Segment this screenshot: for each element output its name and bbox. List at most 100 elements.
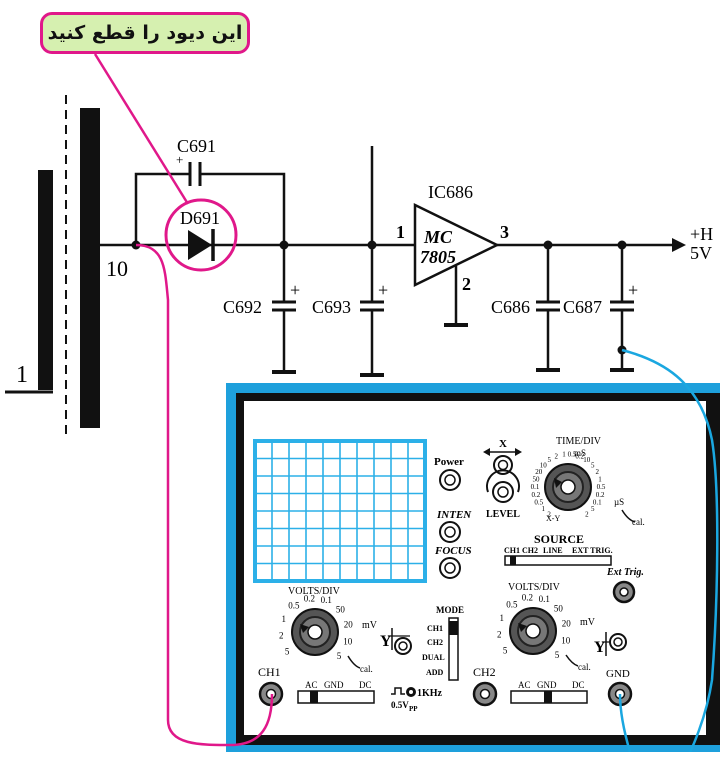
ch2-ac-label: AC (518, 680, 531, 690)
x-arrow-right-icon (515, 448, 522, 456)
ext-trig-connector[interactable] (612, 580, 636, 604)
ch2-cal-arrow-icon (565, 654, 579, 667)
mode-add-label: ADD (426, 668, 444, 677)
ch1-volts-tick-label: 0.2 (304, 594, 315, 604)
c691-wire-left (134, 172, 190, 245)
source-ch2-label: CH2 (522, 546, 538, 555)
time-div-tick-label: 0.5 (568, 451, 577, 459)
time-div-knob[interactable] (544, 463, 592, 511)
level-label: LEVEL (486, 509, 520, 520)
ch1-volts-tick-label: 2 (279, 631, 284, 641)
us-unit-label: µS (614, 497, 624, 507)
time-div-tick-label: 0.1 (531, 483, 540, 491)
time-div-tick-label: 0.5 (534, 499, 543, 507)
level-knob[interactable] (492, 481, 514, 503)
ch1-gnd-label: GND (324, 680, 344, 690)
ch2-input-connector[interactable] (472, 681, 498, 707)
ch1-volts-tick-label: 0.5 (288, 600, 300, 610)
ch2-volts-tick-label: 10 (561, 635, 571, 645)
ch2-volts-tick-label: 0.5 (506, 599, 518, 609)
mode-ch1-label: CH1 (427, 624, 443, 633)
d691-label: D691 (180, 208, 220, 228)
ch1-y-position-knob[interactable] (394, 637, 412, 655)
calibrator-freq-label: 1KHz (417, 688, 443, 699)
ch1-probe-wire (135, 243, 274, 747)
ch2-volts-div-label: VOLTS/DIV (508, 582, 561, 593)
ch1-mv-label: mV (362, 620, 378, 631)
ch1-volts-tick-label: 50 (336, 604, 346, 614)
output-label-line2: 5V (690, 243, 712, 263)
ch2-volts-tick-label: 0.2 (522, 593, 533, 603)
time-div-tick-label: 5 (591, 461, 595, 469)
time-div-tick-label: 2 (585, 510, 589, 518)
time-div-tick-label: 20 (535, 468, 543, 476)
ic-line2: 7805 (420, 247, 456, 267)
ch2-y-label: Y (594, 639, 606, 656)
ch1-y-label: Y (380, 633, 392, 650)
time-div-tick-label: 1 (541, 505, 545, 513)
mode-ch2-label: CH2 (427, 638, 443, 647)
ch2-volts-tick-label: 1 (499, 613, 504, 623)
ch2-y-position-knob[interactable] (609, 633, 627, 651)
time-cal-label: cal. (632, 517, 645, 527)
x-position-knob[interactable] (493, 455, 513, 475)
time-div-tick-label: 2 (547, 510, 551, 518)
transformer-secondary-core (80, 108, 100, 428)
time-div-tick-label: 0.1 (593, 499, 602, 507)
ch2-dc-label: DC (572, 680, 585, 690)
ch2-volts-tick-label: 5 (555, 650, 560, 660)
inten-knob[interactable] (439, 521, 461, 543)
ch2-volts-div-knob[interactable] (509, 607, 557, 655)
time-div-tick-label: 2 (555, 453, 559, 461)
ch2-volts-tick-label: 2 (497, 630, 502, 640)
c687-plus: + (628, 280, 638, 300)
callout-pointer (93, 53, 190, 205)
square-wave-icon (391, 687, 405, 695)
time-div-tick-label: 10 (583, 456, 591, 464)
ic-pin2-label: 2 (462, 274, 471, 294)
screen-grid (255, 441, 425, 581)
power-knob[interactable] (439, 469, 461, 491)
time-div-tick-label: 50 (533, 475, 541, 483)
time-div-tick-label: 5 (548, 456, 552, 464)
c692-plus: + (290, 280, 300, 300)
ch2-coupling-thumb[interactable] (544, 691, 552, 703)
power-label: Power (434, 456, 464, 468)
ch1-cal-label: cal. (360, 664, 373, 674)
ch2-input-label: CH2 (473, 665, 496, 679)
time-div-tick-label: 0.2 (596, 491, 605, 499)
ch1-volts-div-knob[interactable] (291, 608, 339, 656)
ch1-ac-label: AC (305, 680, 318, 690)
c686-label: C686 (491, 297, 530, 317)
source-selector-slider[interactable] (504, 555, 612, 566)
pin-1-label: 1 (16, 362, 28, 388)
source-selector-thumb[interactable] (510, 556, 516, 565)
ch1-volts-tick-label: 1 (281, 614, 286, 624)
ic686-regulator-symbol (413, 202, 500, 288)
callout-text: این دیود را قطع کنید (47, 22, 243, 44)
focus-knob[interactable] (439, 557, 461, 579)
transformer-primary-core (38, 170, 53, 390)
output-arrow (672, 238, 686, 252)
ic686-label: IC686 (428, 182, 473, 202)
ic-line1: MC (423, 227, 453, 247)
ch1-coupling-thumb[interactable] (310, 691, 318, 703)
calibrator-terminal[interactable] (406, 687, 416, 697)
ch1-coupling-switch[interactable] (297, 690, 375, 704)
ch1-cal-arrow-icon (347, 655, 361, 669)
source-label: SOURCE (534, 532, 584, 546)
mode-selector-thumb[interactable] (449, 621, 458, 635)
ext-trig-label: Ext Trig. (606, 567, 644, 578)
focus-label: FOCUS (434, 545, 472, 557)
ch2-volts-tick-label: 20 (562, 619, 572, 629)
source-ext-label: EXT TRIG. (572, 546, 613, 555)
ch1-volts-tick-label: 10 (343, 636, 353, 646)
output-label-line1: +H (690, 224, 713, 244)
c691-label: C691 (177, 136, 216, 156)
pin-10-label: 10 (106, 256, 128, 281)
time-div-label: TIME/DIV (556, 436, 602, 447)
mode-selector-slider[interactable] (448, 617, 459, 681)
ic-pin1-label: 1 (396, 222, 405, 242)
gnd-terminal-label: GND (606, 668, 630, 680)
